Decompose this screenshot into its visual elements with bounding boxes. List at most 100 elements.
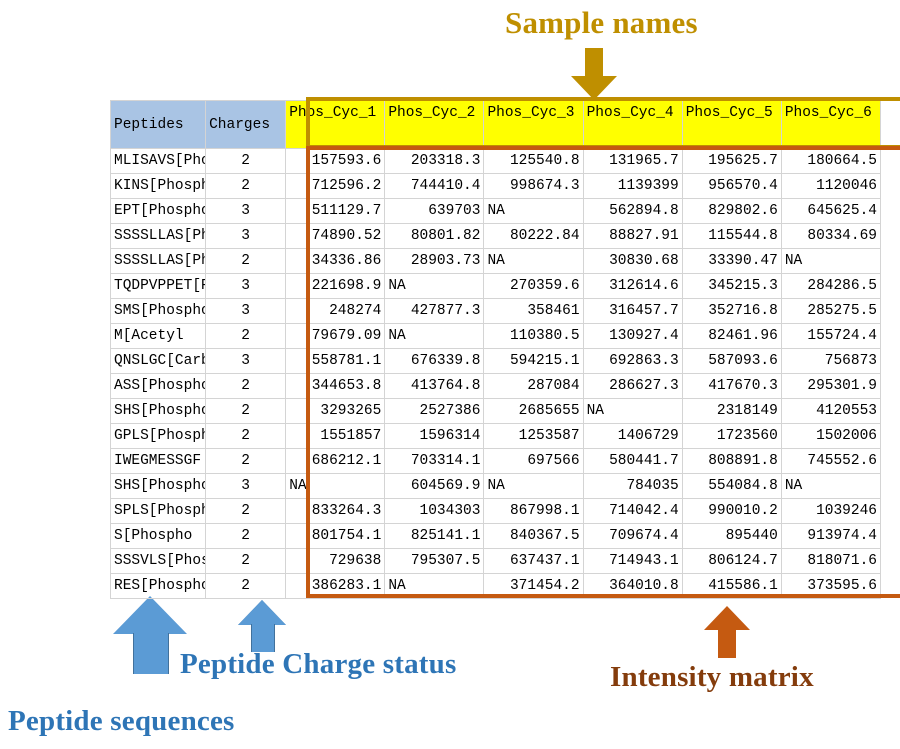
cell-intensity[interactable]: 203318.3 [384,148,485,174]
cell-intensity[interactable]: 1406729 [582,423,683,449]
cell-intensity[interactable]: NA [285,473,386,499]
cell-peptide[interactable]: SSSSLLAS[Phos [109,223,207,249]
cell-intensity[interactable]: 248274 [285,298,386,324]
cell-charge[interactable]: 2 [205,523,287,549]
cell-intensity[interactable]: 2318149 [681,398,782,424]
cell-intensity[interactable]: 554084.8 [681,473,782,499]
cell-intensity[interactable]: 1139399 [582,173,683,199]
cell-intensity[interactable]: NA [483,473,584,499]
cell-intensity[interactable]: 729638 [285,548,386,574]
cell-charge[interactable]: 2 [205,398,287,424]
cell-intensity[interactable]: 511129.7 [285,198,386,224]
column-header-sample-4[interactable]: Phos_Cyc_4 [582,100,683,149]
cell-intensity[interactable]: 312614.6 [582,273,683,299]
cell-intensity[interactable]: 867998.1 [483,498,584,524]
cell-intensity[interactable]: 1253587 [483,423,584,449]
cell-peptide[interactable]: GPLS[Phospho [109,423,207,449]
cell-intensity[interactable]: 417670.3 [681,373,782,399]
cell-intensity[interactable]: NA [384,323,485,349]
column-header-sample-2[interactable]: Phos_Cyc_2 [384,100,485,149]
cell-intensity[interactable]: NA [780,248,882,274]
cell-peptide[interactable]: MLISAVS[Phospho [109,148,207,174]
cell-peptide[interactable]: KINS[Phospho [109,173,207,199]
cell-intensity[interactable]: 645625.4 [780,198,882,224]
cell-intensity[interactable]: 33390.47 [681,248,782,274]
cell-intensity[interactable]: 287084 [483,373,584,399]
cell-peptide[interactable]: TQDPVPPET[Ph [109,273,207,299]
cell-intensity[interactable]: 895440 [681,523,782,549]
cell-intensity[interactable]: 413764.8 [384,373,485,399]
cell-peptide[interactable]: SMS[Phospho [109,298,207,324]
cell-intensity[interactable]: 998674.3 [483,173,584,199]
cell-intensity[interactable]: 364010.8 [582,573,683,599]
cell-intensity[interactable]: 284286.5 [780,273,882,299]
cell-intensity[interactable]: 352716.8 [681,298,782,324]
cell-intensity[interactable]: 833264.3 [285,498,386,524]
cell-intensity[interactable]: 316457.7 [582,298,683,324]
cell-intensity[interactable]: 2685655 [483,398,584,424]
cell-intensity[interactable]: 373595.6 [780,573,882,599]
cell-charge[interactable]: 3 [205,348,287,374]
cell-peptide[interactable]: SPLS[Phospho [109,498,207,524]
cell-intensity[interactable]: 1596314 [384,423,485,449]
cell-intensity[interactable]: 1120046 [780,173,882,199]
cell-intensity[interactable]: 80334.69 [780,223,882,249]
cell-intensity[interactable]: NA [582,398,683,424]
column-header-sample-6[interactable]: Phos_Cyc_6 [780,100,882,149]
cell-peptide[interactable]: EPT[Phospho [109,198,207,224]
cell-intensity[interactable]: 221698.9 [285,273,386,299]
cell-intensity[interactable]: 155724.4 [780,323,882,349]
cell-intensity[interactable]: 386283.1 [285,573,386,599]
cell-intensity[interactable]: 34336.86 [285,248,386,274]
cell-charge[interactable]: 2 [205,173,287,199]
cell-intensity[interactable]: 580441.7 [582,448,683,474]
cell-intensity[interactable]: 692863.3 [582,348,683,374]
cell-intensity[interactable]: 131965.7 [582,148,683,174]
cell-intensity[interactable]: 125540.8 [483,148,584,174]
cell-peptide[interactable]: IWEGMESSGF [109,448,207,474]
cell-intensity[interactable]: 4120553 [780,398,882,424]
cell-intensity[interactable]: 1723560 [681,423,782,449]
cell-charge[interactable]: 3 [205,223,287,249]
cell-intensity[interactable]: 714042.4 [582,498,683,524]
cell-intensity[interactable]: 829802.6 [681,198,782,224]
cell-intensity[interactable]: 703314.1 [384,448,485,474]
cell-intensity[interactable]: 558781.1 [285,348,386,374]
cell-intensity[interactable]: 1039246 [780,498,882,524]
cell-intensity[interactable]: 697566 [483,448,584,474]
cell-intensity[interactable]: 157593.6 [285,148,386,174]
cell-intensity[interactable]: 806124.7 [681,548,782,574]
cell-intensity[interactable]: 344653.8 [285,373,386,399]
cell-intensity[interactable]: 956570.4 [681,173,782,199]
cell-intensity[interactable]: 913974.4 [780,523,882,549]
cell-intensity[interactable]: 637437.1 [483,548,584,574]
cell-charge[interactable]: 2 [205,148,287,174]
cell-peptide[interactable]: SSSSLLAS[Phos [109,248,207,274]
cell-intensity[interactable]: 345215.3 [681,273,782,299]
cell-intensity[interactable]: 79679.09 [285,323,386,349]
cell-charge[interactable]: 2 [205,548,287,574]
cell-intensity[interactable]: 562894.8 [582,198,683,224]
cell-intensity[interactable]: 756873 [780,348,882,374]
column-header-sample-5[interactable]: Phos_Cyc_5 [681,100,782,149]
cell-intensity[interactable]: 270359.6 [483,273,584,299]
cell-intensity[interactable]: 714943.1 [582,548,683,574]
cell-peptide[interactable]: SHS[Phospho [109,398,207,424]
cell-intensity[interactable]: 709674.4 [582,523,683,549]
cell-peptide[interactable]: M[Acetyl [109,323,207,349]
cell-intensity[interactable]: 639703 [384,198,485,224]
cell-intensity[interactable]: NA [384,273,485,299]
cell-intensity[interactable]: 686212.1 [285,448,386,474]
cell-intensity[interactable]: 745552.6 [780,448,882,474]
cell-charge[interactable]: 2 [205,423,287,449]
cell-intensity[interactable]: 604569.9 [384,473,485,499]
cell-intensity[interactable]: NA [483,198,584,224]
cell-charge[interactable]: 3 [205,273,287,299]
cell-peptide[interactable]: SSSVLS[Phos [109,548,207,574]
cell-intensity[interactable]: 594215.1 [483,348,584,374]
cell-intensity[interactable]: 358461 [483,298,584,324]
cell-intensity[interactable]: 784035 [582,473,683,499]
cell-intensity[interactable]: 676339.8 [384,348,485,374]
cell-peptide[interactable]: S[Phospho [109,523,207,549]
cell-peptide[interactable]: RES[Phospho [109,573,207,599]
